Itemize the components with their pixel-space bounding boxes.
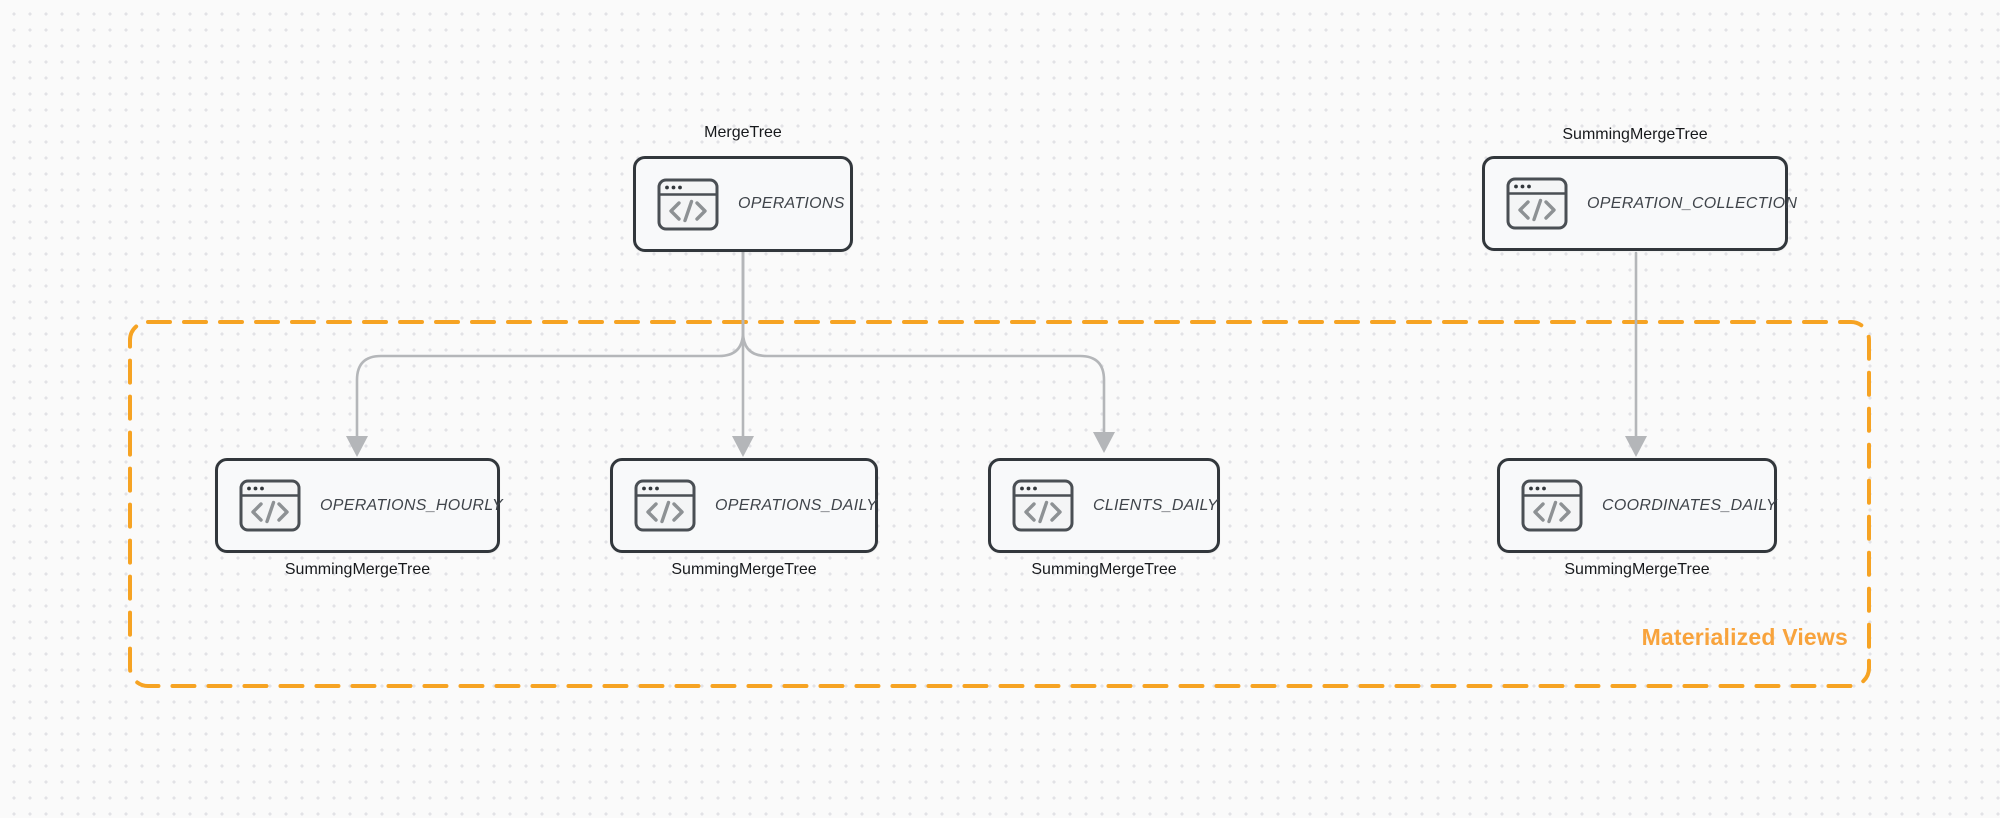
node-operations-daily: OPERATIONS_DAILY [610,458,878,553]
arrowhead [732,436,754,457]
node-label: COORDINATES_DAILY [1602,496,1777,514]
arrowhead [1093,432,1115,453]
node-label: OPERATIONS_HOURLY [320,496,503,514]
node-operation-collection: OPERATION_COLLECTION [1482,156,1797,251]
node-label: OPERATIONS [738,195,845,212]
code-window-icon [239,479,301,532]
engine-label-operations-daily: SummingMergeTree [671,561,817,578]
edge-operations-to-operations-hourly [355,250,745,440]
node-label: OPERATION_COLLECTION [1587,194,1798,212]
code-window-icon [1506,177,1568,230]
engine-label-clients-daily: SummingMergeTree [1031,561,1177,578]
node-clients-daily: CLIENTS_DAILY [988,458,1220,553]
engine-label-operations: MergeTree [704,124,782,141]
node-coordinates-daily: COORDINATES_DAILY [1497,458,1777,553]
code-window-icon [657,178,719,230]
node-label: OPERATIONS_DAILY [715,496,878,514]
code-window-icon [1012,479,1074,532]
arrowhead [346,436,368,457]
engine-label-operations-hourly: SummingMergeTree [284,561,431,578]
materialized-views-label: Materialized Views [1641,624,1848,650]
node-operations-hourly: OPERATIONS_HOURLY [215,458,503,553]
node-operations: OPERATIONS [633,156,853,252]
code-window-icon [634,479,696,532]
edge-operations-to-clients-daily [741,250,1106,436]
node-label: CLIENTS_DAILY [1093,496,1219,514]
engine-label-coordinates-daily: SummingMergeTree [1564,561,1710,578]
code-window-icon [1521,479,1583,532]
arrowhead [1625,436,1647,457]
engine-label-operation-collection: SummingMergeTree [1562,126,1708,143]
